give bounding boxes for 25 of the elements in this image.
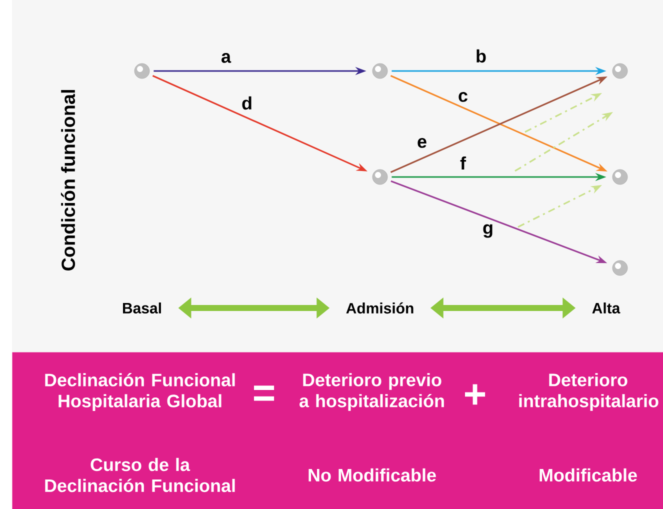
edge-label: d bbox=[242, 96, 252, 110]
circle bbox=[372, 169, 388, 185]
band-text: Deterioro previo a hospitalización bbox=[300, 373, 444, 411]
axis-label: Condición funcional bbox=[60, 90, 76, 271]
edge-label: c bbox=[458, 92, 468, 102]
band-text: Deterioro intrahospitalario bbox=[519, 373, 658, 411]
stage-label: Alta bbox=[592, 302, 620, 314]
edge-label: f bbox=[460, 156, 466, 170]
band-text: Declinación Funcional Hospitalaria Global bbox=[45, 373, 235, 411]
stage-label: Basal bbox=[123, 302, 161, 314]
edge-label: b bbox=[476, 49, 486, 63]
operator-sign: + bbox=[465, 384, 486, 405]
circle bbox=[372, 63, 388, 79]
circle bbox=[612, 169, 628, 185]
band-text: Modificable bbox=[540, 468, 637, 482]
circle bbox=[612, 260, 628, 276]
operator-sign: = bbox=[254, 386, 274, 401]
band-text: Curso de la Declinación Funcional bbox=[45, 458, 235, 492]
stage-label: Admisión bbox=[346, 302, 414, 314]
edge-label: a bbox=[222, 53, 232, 63]
edge-label: e bbox=[418, 138, 426, 148]
circle bbox=[134, 63, 150, 79]
band-text: No Modificable bbox=[308, 468, 436, 482]
edge-label: g bbox=[483, 224, 492, 238]
circle bbox=[612, 63, 628, 79]
